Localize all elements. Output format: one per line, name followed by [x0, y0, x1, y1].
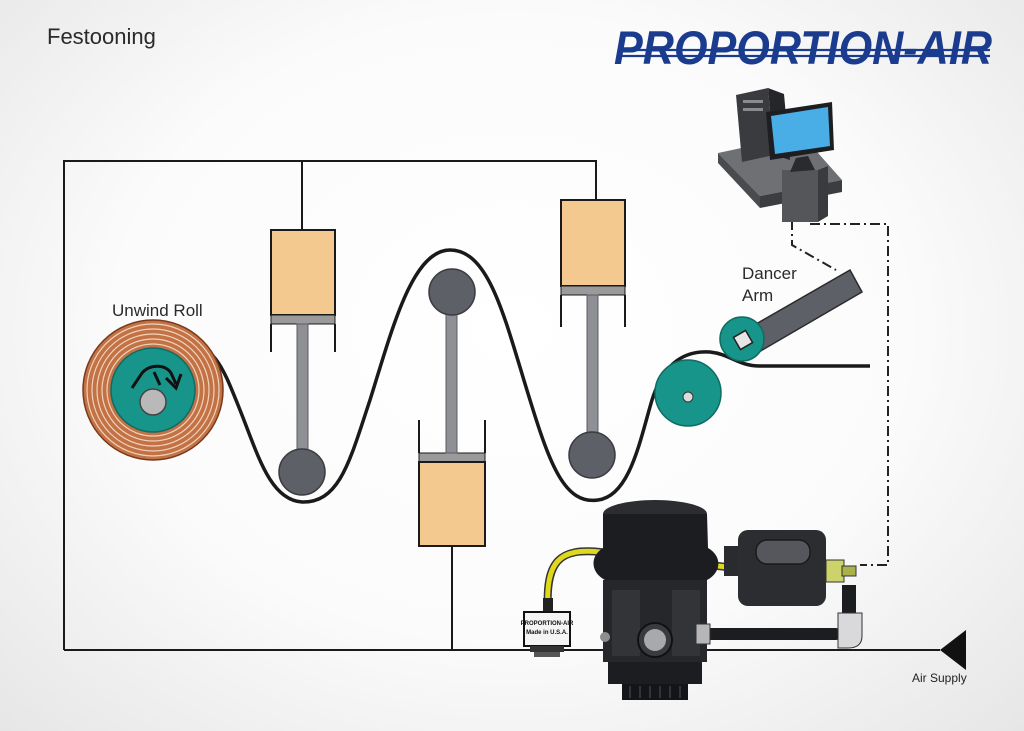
pressure-regulator — [593, 500, 719, 700]
dancer-roller-lower — [654, 359, 722, 427]
dancer-arm-label-line1: Dancer — [742, 264, 797, 283]
air-supply-arrow-icon — [940, 630, 966, 670]
proportion-air-logo: PROPORTION-AIR — [614, 21, 992, 74]
sensor-plate-brand: PROPORTION-AIR — [521, 621, 574, 627]
unwind-roll-label: Unwind Roll — [112, 301, 203, 320]
pneumatic-frame-lines — [63, 160, 940, 651]
brand-name: PROPORTION-AIR — [614, 21, 992, 74]
air-supply-label: Air Supply — [912, 671, 967, 685]
festoon-roller-right — [568, 431, 616, 479]
page-title: Festooning — [47, 24, 156, 49]
logo-speed-lines — [620, 48, 990, 58]
signal-lines — [791, 220, 889, 566]
dancer-arm — [719, 268, 864, 362]
computer-workstation-icon — [718, 88, 842, 222]
outlet-hose — [695, 585, 863, 649]
pressure-sensor: PROPORTION-AIR Made in U.S.A. — [521, 598, 574, 657]
unwind-roll — [82, 319, 224, 461]
dancer-arm-label-line2: Arm — [742, 286, 773, 305]
sensor-plate-origin: Made in U.S.A. — [526, 630, 568, 636]
feedback-tube-inner — [545, 548, 736, 613]
cylinder-middle — [418, 289, 486, 547]
electronic-controller — [724, 530, 857, 606]
festoon-roller-left — [278, 448, 326, 496]
cylinder-right — [560, 199, 626, 456]
rotation-arrow-icon — [130, 364, 183, 391]
festoon-roller-middle — [428, 268, 476, 316]
cylinder-left — [270, 229, 336, 453]
